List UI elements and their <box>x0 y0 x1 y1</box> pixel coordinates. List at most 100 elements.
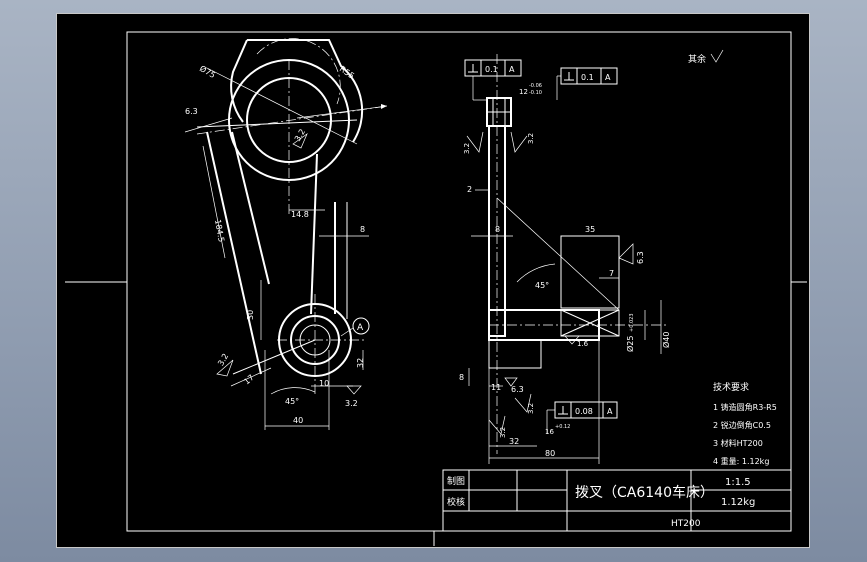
dim-line-17 <box>230 367 272 387</box>
roughness-32b <box>216 359 234 377</box>
tech-req-item-2: 2 锐边倒角C0.5 <box>713 420 771 430</box>
roughness-side-63b <box>504 377 518 387</box>
tb-part-name: 拨叉（CA6140车床） <box>575 484 714 501</box>
title-block-frame <box>442 469 792 532</box>
tech-requirements: 技术要求 1 铸造圆角R3-R5 2 锐边倒角C0.5 3 材料HT200 4 … <box>713 381 777 466</box>
cross-2 <box>560 309 620 337</box>
tech-req-item-4: 4 重量: 1.12kg <box>713 456 769 466</box>
dim-side-d25-tol: +0.023 <box>629 313 635 332</box>
roughness-side-1 <box>466 131 484 153</box>
roughness-side-2 <box>510 131 528 153</box>
dim-17: 17 <box>242 373 256 386</box>
drawing-sheet: 其余 6.3 Ø75 R55 3.2 18 <box>56 13 810 548</box>
dim-line-d75 <box>206 67 358 145</box>
fork-section-line <box>196 119 358 128</box>
arm-edge-right <box>310 153 318 315</box>
fork-outline-right <box>247 39 364 143</box>
dim-32: 32 <box>356 358 365 368</box>
gtol2-val: 0.1 <box>581 73 594 82</box>
gtol3-val: 0.08 <box>575 407 593 416</box>
roughness-32c <box>346 385 362 395</box>
dim-32b: 3.2 <box>216 352 230 368</box>
bore-section <box>560 309 620 337</box>
dim-side-16b: 16 <box>545 428 554 436</box>
dim-side-ang45: 45° <box>535 281 549 290</box>
dim-side-80: 80 <box>545 449 555 458</box>
gtol1-val: 0.1 <box>485 65 498 74</box>
dim-line-63 <box>184 117 233 133</box>
perp-icon-3 <box>558 406 568 415</box>
gtol1-ref: A <box>509 65 515 74</box>
dim-40: 40 <box>293 416 303 425</box>
dim-arc-45 <box>270 387 316 395</box>
roughness-symbol <box>710 49 724 63</box>
gtol2-ref: A <box>605 73 611 82</box>
drawing-frame <box>126 31 792 532</box>
boss-arm-line <box>232 339 316 375</box>
tb-check-label: 校核 <box>447 496 465 508</box>
tech-req-item-1: 1 铸造圆角R3-R5 <box>713 402 777 412</box>
dim-side-16: 1.6 <box>577 340 589 348</box>
side-view: 0.1 A 0.1 A 12 -0.06 -0.10 3.2 <box>459 54 671 464</box>
dim-side-32a: 3.2 <box>463 143 471 154</box>
tb-drawn-label: 制图 <box>447 475 465 487</box>
tb-material: HT200 <box>671 519 701 529</box>
dim-side-16b-tol: +0.12 <box>555 424 570 430</box>
arm-edge-inner <box>231 131 270 285</box>
dim-side-7: 7 <box>609 269 614 278</box>
roughness-side-32d <box>488 415 506 435</box>
tech-req-heading: 技术要求 <box>713 381 749 393</box>
dim-32c: 3.2 <box>345 399 358 408</box>
roughness-side-63 <box>618 243 634 265</box>
gtol-frame-1 <box>464 59 522 77</box>
fork-center-arc <box>256 38 341 105</box>
arm-edge-left <box>206 131 262 375</box>
front-view: 6.3 Ø75 R55 3.2 184.5 14.8 8 30 A 3.2 17… <box>184 38 388 430</box>
title-block: 制图 校核 拨叉（CA6140车床） 1:1.5 1.12kg HT200 <box>442 469 792 532</box>
dim-arc-side-45 <box>516 263 556 283</box>
perp-icon-2 <box>564 72 574 81</box>
fork-center-h <box>196 105 388 135</box>
dim-30: 30 <box>246 310 255 320</box>
ref-a: A <box>357 323 364 333</box>
dim-line-r55 <box>296 105 388 119</box>
gtol3-ref: A <box>607 407 613 416</box>
arrow-r55 <box>381 104 387 109</box>
roughness-side-16 <box>564 335 580 345</box>
roughness-side-32c <box>514 393 532 413</box>
dim-side-32b: 3.2 <box>527 133 535 144</box>
roughness-note: 其余 <box>688 53 706 65</box>
ref-a-leader <box>340 327 354 337</box>
slot-w: 12 <box>519 88 528 96</box>
dim-63: 6.3 <box>185 107 198 116</box>
tb-scale: 1:1.5 <box>725 477 751 488</box>
dim-side-d40: Ø40 <box>661 332 671 348</box>
tech-req-item-3: 3 材料HT200 <box>713 438 763 448</box>
dim-side-8b: 8 <box>459 373 464 382</box>
dim-10: 10 <box>319 379 329 388</box>
dim-side-32c: 3.2 <box>527 403 535 414</box>
perp-icon-1 <box>468 64 478 73</box>
dim-8: 8 <box>360 225 365 234</box>
cad-drawing: 其余 6.3 Ø75 R55 3.2 18 <box>65 31 807 546</box>
dim-side-2: 2 <box>467 185 472 194</box>
dim-side-11: 11 <box>491 383 501 392</box>
dim-side-32: 32 <box>509 437 519 446</box>
tb-weight: 1.12kg <box>721 497 755 508</box>
dim-side-63: 6.3 <box>636 251 645 264</box>
slot-tol-up: -0.06 <box>529 83 542 89</box>
dim-1845: 184.5 <box>213 219 226 243</box>
dim-ang45: 45° <box>285 397 299 406</box>
slot-tol-dn: -0.10 <box>529 90 542 96</box>
ref-circle-a <box>352 317 370 335</box>
dim-148: 14.8 <box>291 210 309 219</box>
dim-line-1845 <box>202 145 226 259</box>
dim-side-8: 8 <box>495 225 500 234</box>
dim-side-35: 35 <box>585 225 595 234</box>
dim-side-d25: Ø25 <box>625 336 635 352</box>
roughness-32a <box>292 132 308 149</box>
dim-side-63b: 6.3 <box>511 385 524 394</box>
dim-side-32d: 3.2 <box>499 427 507 438</box>
rib-diagonal <box>496 197 620 311</box>
fork-outline-left <box>230 39 248 123</box>
